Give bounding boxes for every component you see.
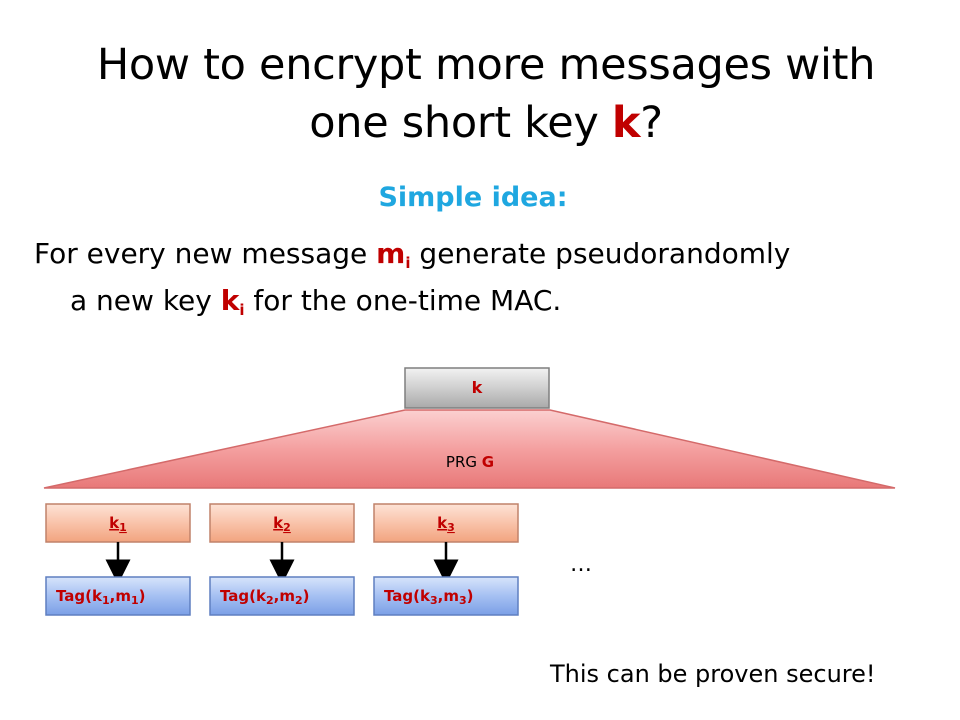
tag-label-2: Tag(k2,m2) bbox=[220, 587, 310, 607]
prg-block: PRG G bbox=[43, 409, 896, 489]
master-key-label: k bbox=[472, 378, 483, 397]
tag-rect-1 bbox=[45, 576, 191, 616]
tag-box-3: Tag(k3,m3) bbox=[373, 576, 519, 616]
tag-2-mid: ,m bbox=[274, 587, 295, 605]
subkey-3-sub: 3 bbox=[447, 521, 455, 534]
body-line-1: For every new message mi generate pseudo… bbox=[34, 235, 934, 282]
tag-3-msub: 3 bbox=[459, 594, 467, 607]
body-line-2: a new key ki for the one-time MAC. bbox=[34, 282, 934, 329]
subkey-2-sub: 2 bbox=[283, 521, 291, 534]
subkey-box-1: k1 bbox=[45, 503, 191, 543]
title-key: k bbox=[611, 98, 641, 148]
subkey-label-1: k1 bbox=[109, 514, 127, 534]
subkey-label-2: k2 bbox=[273, 514, 291, 534]
tag-1-mid: ,m bbox=[110, 587, 131, 605]
ellipsis: … bbox=[570, 552, 595, 577]
subkey-box-2: k2 bbox=[209, 503, 355, 543]
message-var: m bbox=[376, 237, 406, 270]
body-line-2-prefix: a new key bbox=[70, 284, 221, 317]
tag-1-msub: 1 bbox=[131, 594, 139, 607]
tag-2-prefix: Tag(k bbox=[220, 587, 267, 605]
slide-title: How to encrypt more messages with one sh… bbox=[0, 36, 960, 152]
title-line-2-suffix: ? bbox=[640, 98, 663, 148]
tag-1-ksub: 1 bbox=[102, 594, 110, 607]
title-line-2: one short key k? bbox=[0, 94, 960, 152]
key-var: k bbox=[220, 284, 240, 317]
subkey-label-3: k3 bbox=[437, 514, 455, 534]
tag-2-suffix: ) bbox=[303, 587, 310, 605]
tag-label-1: Tag(k1,m1) bbox=[56, 587, 146, 607]
footer-text: This can be proven secure! bbox=[550, 660, 876, 688]
subkey-rect-1 bbox=[45, 503, 191, 543]
tag-box-2: Tag(k2,m2) bbox=[209, 576, 355, 616]
tag-1-prefix: Tag(k bbox=[56, 587, 103, 605]
key-variable: ki bbox=[220, 284, 245, 319]
tag-rect-3 bbox=[373, 576, 519, 616]
tag-rect-2 bbox=[209, 576, 355, 616]
tag-2-msub: 2 bbox=[295, 594, 303, 607]
prg-name: G bbox=[482, 453, 494, 471]
prg-shape bbox=[43, 409, 896, 489]
title-line-1: How to encrypt more messages with bbox=[96, 40, 876, 90]
subtitle: Simple idea: bbox=[378, 182, 568, 213]
body-line-1-suffix: generate pseudorandomly bbox=[410, 237, 791, 270]
tag-3-mid: ,m bbox=[438, 587, 459, 605]
subkey-box-3: k3 bbox=[373, 503, 519, 543]
master-key-box: k bbox=[404, 367, 550, 409]
message-sub: i bbox=[405, 254, 411, 272]
prg-label: PRG G bbox=[446, 453, 494, 471]
tag-1-suffix: ) bbox=[139, 587, 146, 605]
title-line-2-prefix: one short key bbox=[309, 98, 612, 148]
body-text: For every new message mi generate pseudo… bbox=[34, 235, 934, 329]
subkey-2-base: k bbox=[273, 514, 284, 532]
master-key-rect bbox=[404, 367, 550, 409]
subkey-rect-3 bbox=[373, 503, 519, 543]
tag-box-1: Tag(k1,m1) bbox=[45, 576, 191, 616]
tag-label-3: Tag(k3,m3) bbox=[384, 587, 474, 607]
subkey-1-base: k bbox=[109, 514, 120, 532]
prg-label-text: PRG bbox=[446, 453, 482, 471]
message-variable: mi bbox=[376, 237, 411, 272]
tag-2-ksub: 2 bbox=[266, 594, 274, 607]
subkey-1-sub: 1 bbox=[119, 521, 127, 534]
tag-3-suffix: ) bbox=[467, 587, 474, 605]
key-sub: i bbox=[239, 301, 245, 319]
tag-3-prefix: Tag(k bbox=[384, 587, 431, 605]
body-line-2-suffix: for the one-time MAC. bbox=[244, 284, 562, 317]
subkey-3-base: k bbox=[437, 514, 448, 532]
body-line-1-prefix: For every new message bbox=[34, 237, 377, 270]
tag-3-ksub: 3 bbox=[430, 594, 438, 607]
